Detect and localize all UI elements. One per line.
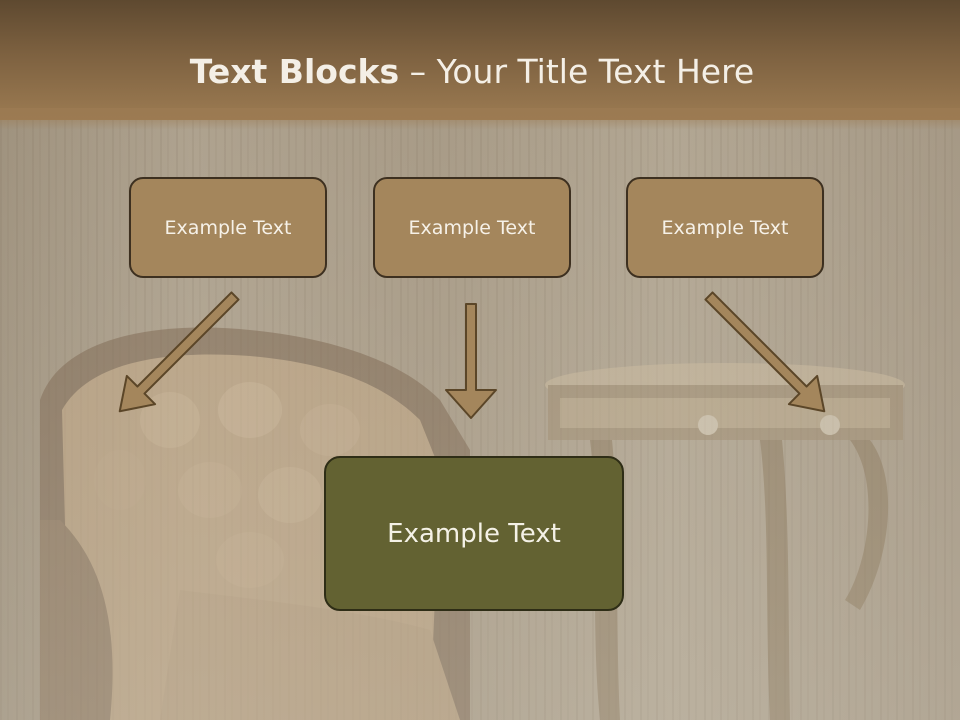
title-rest: Your Title Text Here: [436, 52, 755, 91]
text-block-bottom-label: Example Text: [387, 518, 561, 549]
title-band: [0, 0, 960, 130]
arrow-left-diagonal: [118, 291, 240, 413]
title-separator: –: [409, 52, 427, 91]
text-block-left[interactable]: Example Text: [129, 177, 327, 278]
arrow-center-down: [445, 303, 497, 419]
slide-title: Text Blocks – Your Title Text Here: [0, 52, 944, 91]
armchair-image: [40, 327, 470, 720]
text-block-center[interactable]: Example Text: [373, 177, 571, 278]
title-bold: Text Blocks: [189, 52, 400, 91]
text-block-bottom[interactable]: Example Text: [324, 456, 624, 611]
text-block-right[interactable]: Example Text: [626, 177, 824, 278]
text-block-right-label: Example Text: [661, 216, 789, 239]
text-block-center-label: Example Text: [408, 216, 536, 239]
arrow-right-diagonal: [704, 291, 826, 413]
text-block-left-label: Example Text: [164, 216, 292, 239]
side-table-image: [545, 363, 905, 720]
